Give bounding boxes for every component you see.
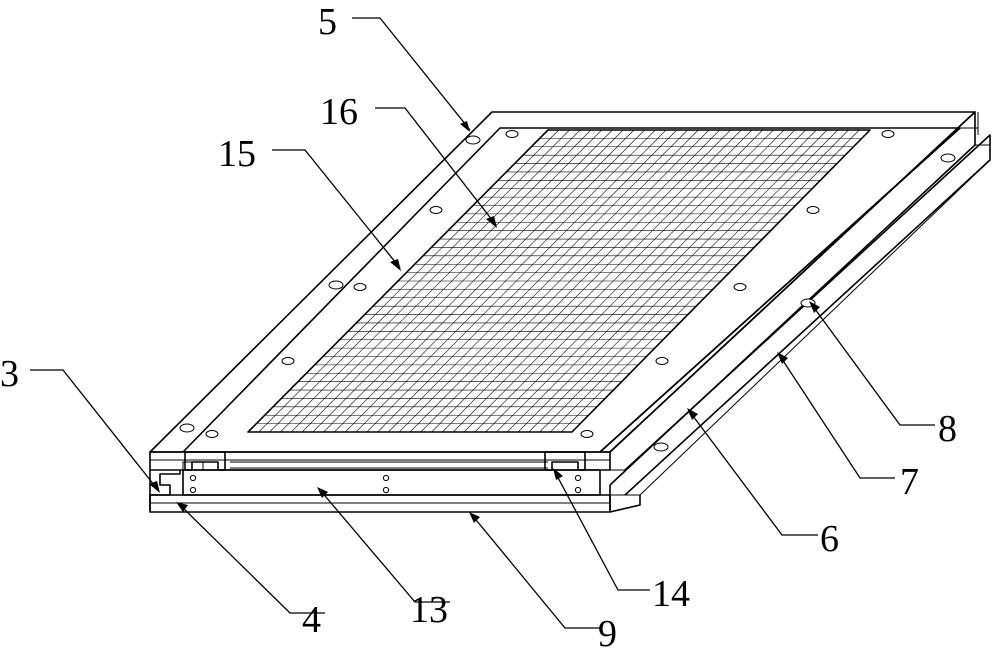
leader-5-arrow xyxy=(460,121,470,132)
bolt-holes xyxy=(179,130,956,494)
screw xyxy=(382,474,390,482)
bolt-hole xyxy=(733,283,747,291)
label-14: 14 xyxy=(652,573,690,615)
label-4: 4 xyxy=(302,599,321,641)
label-6: 6 xyxy=(820,518,839,560)
bolt-hole xyxy=(353,283,367,291)
screw xyxy=(574,474,582,482)
label-7: 7 xyxy=(900,461,919,503)
label-13: 13 xyxy=(410,589,448,631)
leader-6 xyxy=(689,411,818,536)
leader-7-arrow xyxy=(777,352,788,364)
bolt-hole xyxy=(505,130,519,138)
clip-left xyxy=(184,451,226,471)
leader-8 xyxy=(811,304,935,426)
bolt-hole xyxy=(429,206,443,214)
bolt-hole xyxy=(940,153,956,163)
bolt-hole xyxy=(655,357,669,365)
leader-14-arrow xyxy=(553,468,563,480)
bolt-hole xyxy=(881,130,895,138)
frame-front-face xyxy=(149,451,611,513)
mesh-window xyxy=(247,129,871,433)
leader-13 xyxy=(319,489,450,603)
screw xyxy=(189,486,197,494)
label-8: 8 xyxy=(938,408,957,450)
leader-9 xyxy=(471,514,600,629)
screw xyxy=(189,474,197,482)
mesh-grid xyxy=(256,129,862,433)
label-9: 9 xyxy=(598,613,617,652)
bolt-hole xyxy=(465,135,481,145)
label-3: 3 xyxy=(0,353,19,395)
label-15: 15 xyxy=(218,133,256,175)
leader-5 xyxy=(352,17,471,131)
leader-15 xyxy=(272,149,401,269)
frame-top-plate xyxy=(149,111,979,453)
leader-13-arrow xyxy=(317,487,328,498)
leader-4-arrow xyxy=(176,502,188,512)
leader-3-arrow xyxy=(149,481,160,493)
label-16: 16 xyxy=(320,91,358,133)
screw xyxy=(574,486,582,494)
leader-7 xyxy=(779,355,895,479)
clip-right xyxy=(544,451,586,471)
bolt-hole xyxy=(806,206,820,214)
bolt-hole xyxy=(580,430,594,438)
bolt-hole xyxy=(653,442,669,452)
bolt-hole xyxy=(281,357,295,365)
label-5: 5 xyxy=(318,1,337,43)
bolt-hole xyxy=(179,423,195,433)
leader-8-arrow xyxy=(809,301,820,313)
leader-15-arrow xyxy=(390,259,401,271)
leader-9-arrow xyxy=(469,512,480,523)
leader-4 xyxy=(179,504,325,614)
leader-16-arrow xyxy=(486,216,497,228)
leader-6-arrow xyxy=(687,408,698,420)
reference-numerals: 5 16 15 3 4 13 9 14 6 7 8 xyxy=(0,1,957,652)
leader-16 xyxy=(375,107,497,226)
leader-14 xyxy=(554,471,650,591)
bolt-hole xyxy=(205,430,219,438)
leader-3 xyxy=(30,369,159,491)
bolt-hole xyxy=(328,280,344,290)
screw xyxy=(382,486,390,494)
leaders xyxy=(30,17,935,629)
